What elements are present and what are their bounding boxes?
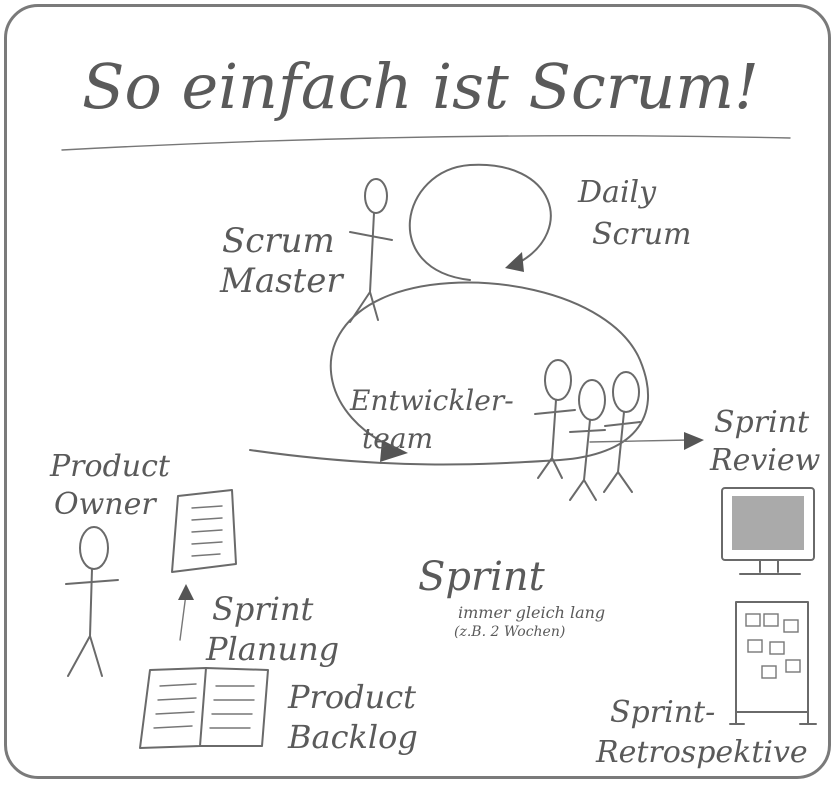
sprint-review-label-1: Sprint bbox=[714, 405, 810, 440]
review-arrowhead bbox=[684, 432, 704, 450]
team-label-1: Entwickler- bbox=[349, 384, 514, 417]
sprint-note-1: immer gleich lang bbox=[458, 603, 605, 622]
sprint-label: Sprint bbox=[418, 554, 546, 600]
title-underline bbox=[61, 135, 791, 151]
daily-scrum-label-2: Scrum bbox=[592, 217, 691, 252]
daily-scrum-label-1: Daily bbox=[577, 175, 657, 210]
sprint-review-label-2: Review bbox=[709, 443, 821, 478]
board-icon bbox=[729, 601, 817, 725]
daily-scrum-loop bbox=[408, 163, 552, 281]
sprint-loop bbox=[249, 281, 650, 466]
sketch-frame bbox=[4, 4, 831, 779]
planning-arrowhead bbox=[178, 584, 194, 600]
product-owner-label-2: Owner bbox=[54, 487, 157, 522]
team-label-2: team bbox=[362, 422, 433, 455]
sprint-loop-arrowhead bbox=[380, 440, 408, 462]
product-backlog-label-1: Product bbox=[287, 678, 416, 716]
scrum-master-stick-figure-icon bbox=[349, 178, 393, 323]
diagram-title: So einfach ist Scrum! bbox=[82, 50, 759, 123]
sprint-planning-label-2: Planung bbox=[205, 630, 339, 668]
review-arrow-line bbox=[589, 439, 691, 443]
product-owner-label-1: Product bbox=[49, 449, 171, 484]
product-owner-stick-figure-icon bbox=[65, 526, 119, 677]
product-backlog-label-2: Backlog bbox=[287, 718, 418, 756]
sprint-planning-label-1: Sprint bbox=[212, 590, 314, 628]
team-stick-figures-icon bbox=[534, 359, 641, 501]
monitor-icon bbox=[721, 487, 815, 575]
document-icon bbox=[171, 489, 237, 573]
scrum-master-label-1: Scrum bbox=[222, 221, 335, 261]
retro-label-1: Sprint- bbox=[610, 695, 715, 730]
scrum-master-label-2: Master bbox=[219, 261, 344, 301]
open-book-icon bbox=[139, 667, 269, 749]
daily-scrum-arrowhead bbox=[505, 252, 524, 272]
planning-arrow-line bbox=[179, 593, 187, 641]
sprint-note-2: (z.B. 2 Wochen) bbox=[454, 624, 565, 640]
retro-label-2: Retrospektive bbox=[595, 735, 808, 770]
